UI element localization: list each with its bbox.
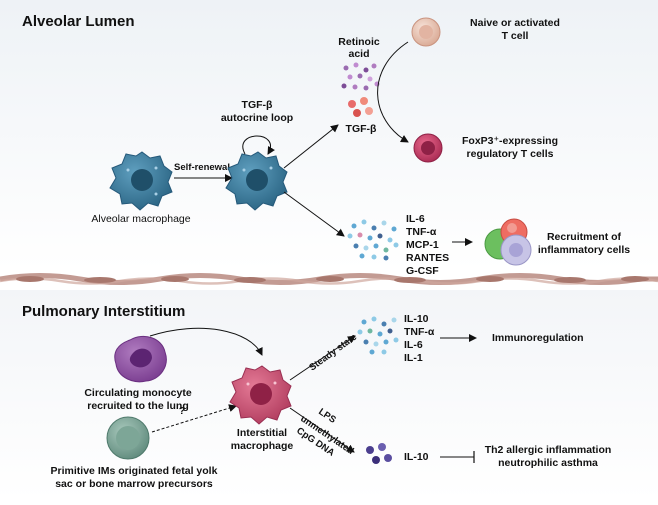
- steady-state-arrow: [289, 335, 356, 381]
- il10-dots: [366, 443, 392, 464]
- monocyte-to-im-arrow: [149, 327, 263, 356]
- lumen-cytokine-4: RANTES: [406, 252, 449, 264]
- autocrine-label-line1: TGF-β: [242, 99, 273, 111]
- autocrine-loop-arrow: [242, 135, 275, 155]
- alveolar-membrane: [0, 273, 658, 285]
- im-cytokine-3: IL-6: [404, 339, 423, 351]
- il10-label: IL-10: [404, 451, 429, 463]
- treg-label-line2: regulatory T cells: [467, 148, 554, 160]
- tgf-beta-dots: [348, 97, 373, 117]
- lumen-cytokine-1: IL-6: [406, 213, 425, 225]
- im-label-line2: macrophage: [231, 440, 294, 452]
- lumen-cytokine-dots: [347, 219, 399, 261]
- im-cytokine-2: TNF-α: [404, 326, 435, 338]
- tcell-label-line2: T cell: [502, 30, 529, 42]
- renewed-macrophage-cell: [225, 151, 288, 211]
- monocyte-label-line1: Circulating monocyte: [84, 387, 192, 399]
- interstitium-background: [0, 290, 658, 500]
- arrow-to-cytokines: [283, 191, 345, 237]
- treg-cell: [413, 133, 443, 163]
- immunoregulation-label: Immunoregulation: [492, 332, 584, 344]
- th2-label-line2: neutrophilic asthma: [498, 457, 598, 469]
- im-label-line1: Interstitial: [237, 427, 287, 439]
- th2-label-line1: Th2 allergic inflammation: [485, 444, 612, 456]
- tcell-to-treg-arrow: [377, 41, 409, 143]
- autocrine-label-line2: autocrine loop: [221, 112, 293, 124]
- arrow-to-tgf: [283, 124, 339, 169]
- lumen-cytokine-2: TNF-α: [406, 226, 437, 238]
- tgf-beta-label: TGF-β: [346, 123, 377, 135]
- lumen-cytokine-5: G-CSF: [406, 265, 439, 277]
- im-cytokine-4: IL-1: [404, 352, 423, 364]
- retinoic-label-line1: Retinoic: [338, 36, 380, 48]
- alveolar-macrophage-cell: [109, 151, 173, 211]
- naive-t-cell: [411, 17, 441, 47]
- lumen-background: [0, 0, 658, 270]
- alveolar-macrophage-label: Alveolar macrophage: [91, 213, 190, 225]
- interstitium-cytokine-dots: [357, 316, 399, 355]
- primitive-label-line1: Primitive IMs originated fetal yolk: [51, 465, 218, 477]
- tcell-label-line1: Naive or activated: [470, 17, 560, 29]
- im-cytokine-1: IL-10: [404, 313, 429, 325]
- lumen-title: Alveolar Lumen: [22, 13, 135, 30]
- lumen-cytokine-3: MCP-1: [406, 239, 439, 251]
- inflammatory-cells: [484, 218, 532, 266]
- monocyte-label-line2: recruited to the lung: [87, 400, 189, 412]
- circulating-monocyte-cell: [114, 336, 167, 383]
- recruitment-label-line2: inflammatory cells: [538, 244, 630, 256]
- retinoic-label-line2: acid: [348, 48, 369, 60]
- interstitial-macrophage-cell: [229, 365, 292, 425]
- treg-label-line1: FoxP3⁺-expressing: [462, 135, 558, 147]
- lps-arrow: [289, 407, 355, 453]
- recruitment-label-line1: Recruitment of: [547, 231, 622, 243]
- question-mark: ?: [179, 405, 185, 417]
- self-renewal-label: Self-renewal: [174, 162, 230, 173]
- primitive-label-line2: sac or bone marrow precursors: [55, 478, 213, 490]
- primitive-im-cell: [106, 416, 150, 460]
- retinoic-acid-dots: [341, 62, 380, 91]
- interstitium-title: Pulmonary Interstitium: [22, 303, 185, 320]
